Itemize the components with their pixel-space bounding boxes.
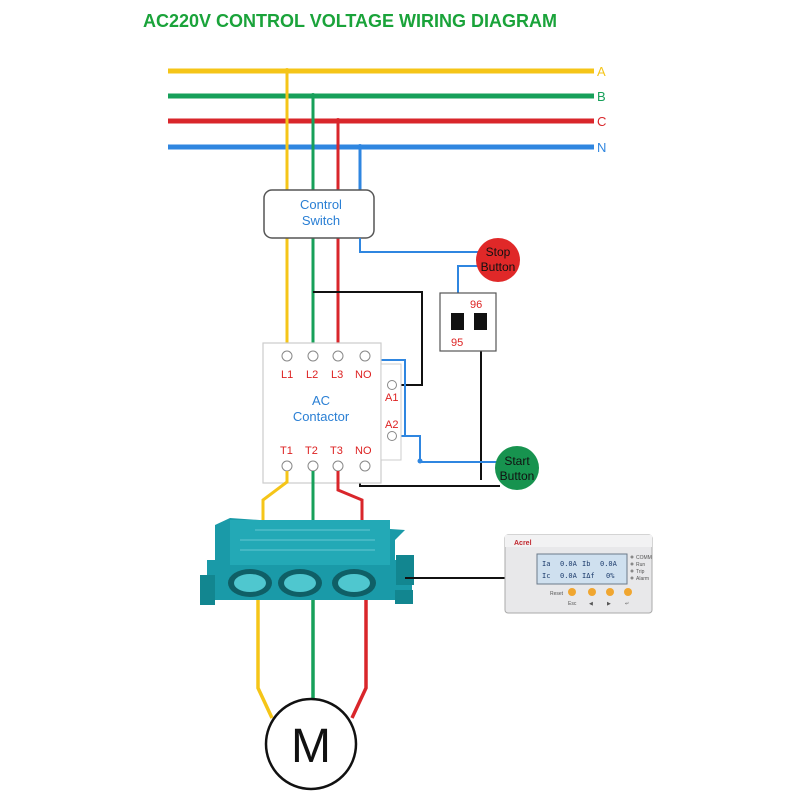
indicator-run: Run [636,562,645,568]
start-button: Start Button [495,446,539,490]
lcd-idf-label: IΔf [582,572,595,580]
meter-reset-label: Reset [550,591,564,597]
terminal-t2: T2 [305,445,318,457]
terminal-t3: T3 [330,445,343,457]
contactor-label-2: Contactor [293,409,350,424]
terminal-l2: L2 [306,369,318,381]
start-button-label-2: Button [500,469,535,483]
load-wires-lower [256,600,368,719]
feeder-wires [284,68,363,352]
lcd-ib-label: Ib [582,560,590,568]
terminal-96: 96 [470,299,482,311]
terminal-a2: A2 [385,419,398,431]
phase-label-n: N [597,140,606,155]
terminal-l3: L3 [331,369,343,381]
contactor-top-terminals: L1 L2 L3 NO [281,350,372,381]
phase-bus: A B C N [168,64,606,155]
diagram-title: AC220V CONTROL VOLTAGE WIRING DIAGRAM [143,11,557,31]
terminal-a1: A1 [385,392,398,404]
control-switch-label-1: Control [300,197,342,212]
start-button-label-1: Start [504,454,530,468]
lcd-ib-value: 0.0A [600,560,618,568]
meter-right-label: ▶ [607,601,611,607]
meter-enter-label: ↵ [625,601,629,607]
terminal-95: 95 [451,337,463,349]
lcd-ia-value: 0.0A [560,560,578,568]
lcd-idf-value: 0% [606,572,615,580]
current-transformer [200,518,414,605]
lcd-ic-value: 0.0A [560,572,578,580]
indicator-trip: Trip [636,569,645,575]
terminal-l1: L1 [281,369,293,381]
ac-contactor: L1 L2 L3 NO A1 A2 AC Contactor T1 T2 T3 … [262,342,402,484]
thermal-relay-contact: 96 95 [439,292,497,352]
meter-brand: Acrel [514,540,532,547]
control-switch: Control Switch [263,189,375,239]
indicator-comm: COMM [636,555,652,561]
stop-button: Stop Button [476,238,520,282]
motor: M [264,697,358,791]
control-wires [313,238,500,487]
stop-button-label-2: Button [481,260,516,274]
control-switch-label-2: Switch [302,213,340,228]
terminal-t1: T1 [280,445,293,457]
contactor-bottom-terminals: T1 T2 T3 NO [280,445,372,472]
motor-label: M [291,720,331,773]
contactor-label-1: AC [312,393,330,408]
phase-label-b: B [597,89,606,104]
phase-label-a: A [597,64,606,79]
meter-left-label: ◀ [589,601,593,607]
terminal-no-bottom: NO [355,445,372,457]
phase-label-c: C [597,114,606,129]
meter-esc-label: Esc [568,601,577,607]
lcd-ic-label: Ic [542,572,550,580]
stop-button-label-1: Stop [486,245,511,259]
terminal-no-top: NO [355,369,372,381]
indicator-alarm: Alarm [636,576,649,582]
protection-meter: Acrel Ia 0.0A Ib 0.0A Ic 0.0A IΔf 0% COM… [504,534,653,614]
lcd-ia-label: Ia [542,560,550,568]
